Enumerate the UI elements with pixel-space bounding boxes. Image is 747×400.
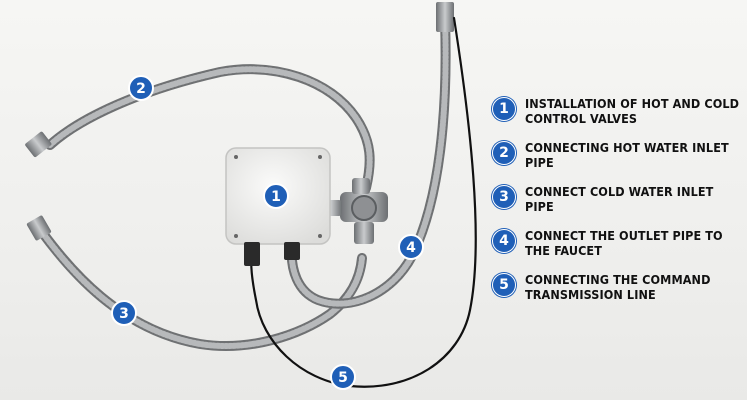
legend-item-2: 2 CONNECTING HOT WATER INLET PIPE [492,140,742,170]
legend-text-1: INSTALLATION OF HOT AND COLD CONTROL VAL… [525,96,740,126]
legend-badge-1: 1 [492,97,516,121]
legend-badge-2: 2 [492,141,516,165]
photo-badge-2-label: 2 [136,81,146,97]
legend-text-3: CONNECT COLD WATER INLET PIPE [525,184,714,214]
legend-item-4: 4 CONNECT THE OUTLET PIPE TO THE FAUCET [492,228,742,258]
legend-badge-5: 5 [492,273,516,297]
legend-text-4: CONNECT THE OUTLET PIPE TO THE FAUCET [525,228,723,258]
command-cable [250,16,477,388]
cold-water-hose [37,227,367,352]
photo-badge-5: 5 [330,364,356,390]
legend-badge-4: 4 [492,229,516,253]
hot-hose-nut [25,131,52,158]
cold-hose-nut [26,215,52,241]
legend-text-2: CONNECTING HOT WATER INLET PIPE [525,140,729,170]
photo-badge-4: 4 [398,234,424,260]
photo-badge-1: 1 [263,183,289,209]
photo-badge-5-label: 5 [338,370,348,386]
legend-item-3: 3 CONNECT COLD WATER INLET PIPE [492,184,742,214]
legend: 1 INSTALLATION OF HOT AND COLD CONTROL V… [492,96,742,316]
legend-item-5: 5 CONNECTING THE COMMAND TRANSMISSION LI… [492,272,742,302]
legend-item-1: 1 INSTALLATION OF HOT AND COLD CONTROL V… [492,96,742,126]
photo-badge-3: 3 [111,300,137,326]
hot-water-hose [45,64,375,193]
outlet-hose [286,15,451,309]
photo-badge-3-label: 3 [119,306,129,322]
photo-badge-4-label: 4 [406,240,416,256]
legend-text-5: CONNECTING THE COMMAND TRANSMISSION LINE [525,272,711,302]
outlet-hose-top-fitting [436,2,454,32]
photo-badge-1-label: 1 [271,189,281,205]
photo-badge-2: 2 [128,75,154,101]
legend-badge-3: 3 [492,185,516,209]
